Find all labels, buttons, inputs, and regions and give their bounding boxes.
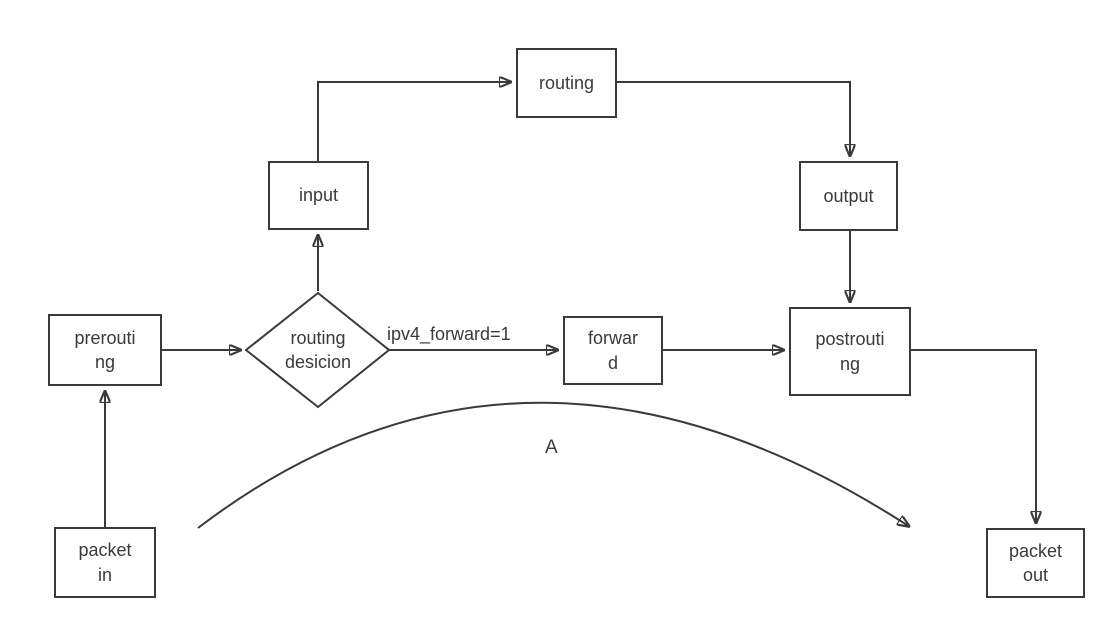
node-prerouting: prerouti ng [48, 314, 162, 386]
edge-bypass-curve [197, 401, 910, 529]
node-routing-decision-shape [244, 291, 391, 409]
node-packet-out: packet out [986, 528, 1085, 598]
edge-label-a: A [545, 437, 558, 458]
node-forward: forwar d [563, 316, 663, 385]
node-postrouting: postrouti ng [789, 307, 911, 396]
node-routing: routing [516, 48, 617, 118]
edge-input-to-routing [317, 82, 512, 161]
node-input: input [268, 161, 369, 230]
edge-routing-to-output [617, 81, 850, 157]
node-routing-decision-label: routing desicion [284, 327, 352, 372]
node-output: output [799, 161, 898, 231]
edge-postrouting-to-packet-out [911, 349, 1036, 524]
node-packet-in: packet in [54, 527, 156, 598]
edge-label-ipv4-forward: ipv4_forward=1 [387, 324, 511, 344]
